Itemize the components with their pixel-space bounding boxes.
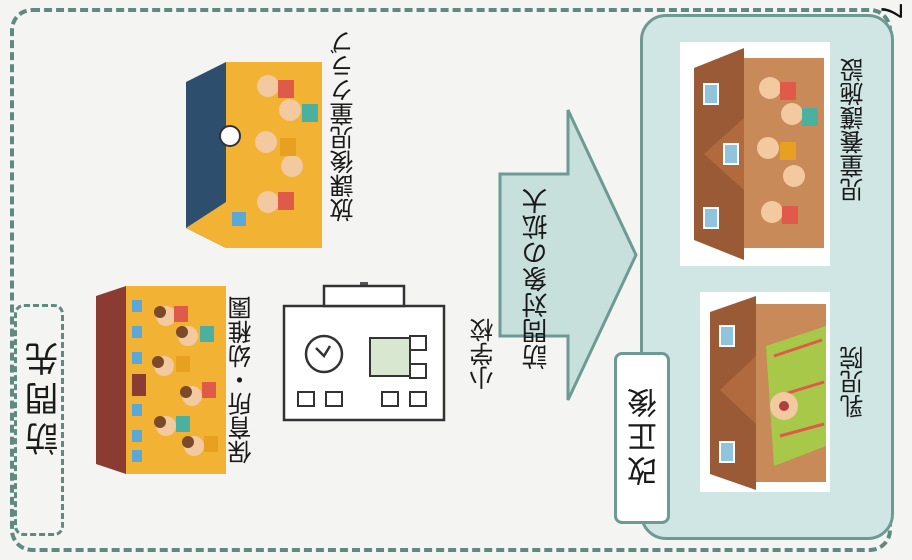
label-elementary-school: 小学校: [470, 318, 498, 390]
label-after-school-club: 放課後児童クラブ: [330, 30, 358, 222]
childcare-facility-icon: [694, 48, 824, 260]
label-childcare-facility: 児童養護施設: [840, 58, 868, 202]
after-revision-label: 改正後: [628, 384, 663, 486]
visit-label-box: [14, 304, 64, 536]
label-infant-home: 乳児院: [840, 346, 868, 418]
expansion-arrow-icon: [498, 109, 638, 401]
nursery-building-icon: [96, 286, 226, 474]
after-revision-tag: [614, 352, 670, 524]
arrow-label-line1: 訪問対象の拡大: [522, 188, 552, 370]
after-school-club-icon: [186, 62, 322, 248]
label-nursery-kindergarten: 保育所・幼稚園: [228, 296, 256, 464]
school-building-icon: [282, 282, 446, 422]
infant-home-icon: [710, 296, 826, 490]
visit-label: 訪問先: [25, 336, 65, 456]
